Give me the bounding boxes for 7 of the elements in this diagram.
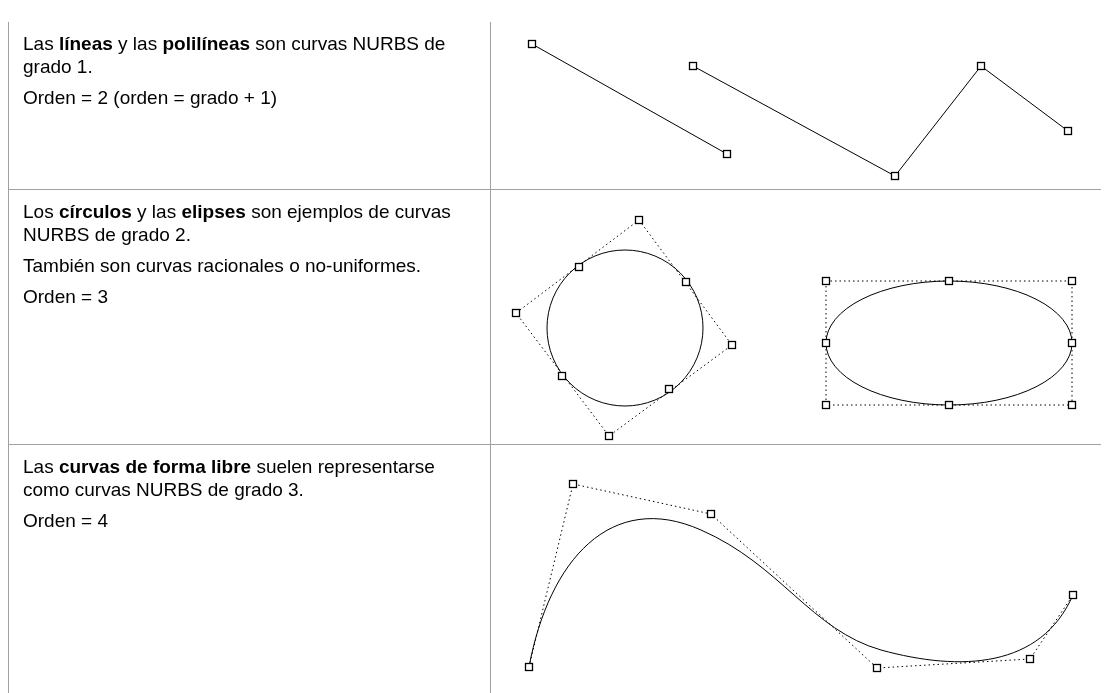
description-text: Orden = 2 (orden = grado + 1): [23, 86, 279, 109]
description-text: Las curvas de forma libre suelen representarse como curvas NURBS de grado 3.: [23, 455, 436, 501]
description-text: Los círculos y las elipses son ejemplos de curvas NURBS de grado 2.: [23, 200, 452, 246]
description-text: Orden = 3: [23, 285, 110, 308]
description-text: Orden = 4: [23, 509, 110, 532]
description-text: También son curvas racionales o no-uniformes.: [23, 254, 423, 277]
description-text: Las líneas y las polilíneas son curvas NURBS de grado 1.: [23, 32, 447, 78]
